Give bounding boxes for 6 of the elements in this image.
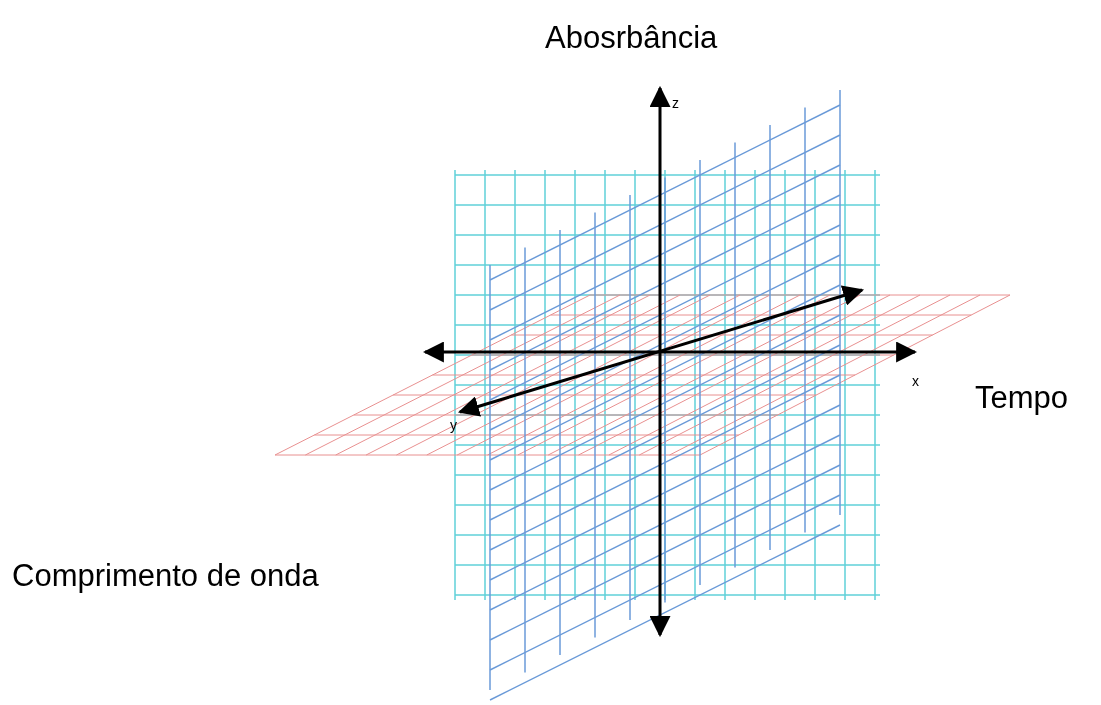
axis-title: Tempo — [975, 382, 1069, 413]
axis-letter: x — [912, 374, 919, 388]
axis-letter: z — [672, 96, 679, 110]
axis-title: Comprimento de onda — [12, 560, 319, 591]
axis-letter: y — [450, 418, 457, 432]
axis-title: Abosrbância — [545, 22, 718, 53]
